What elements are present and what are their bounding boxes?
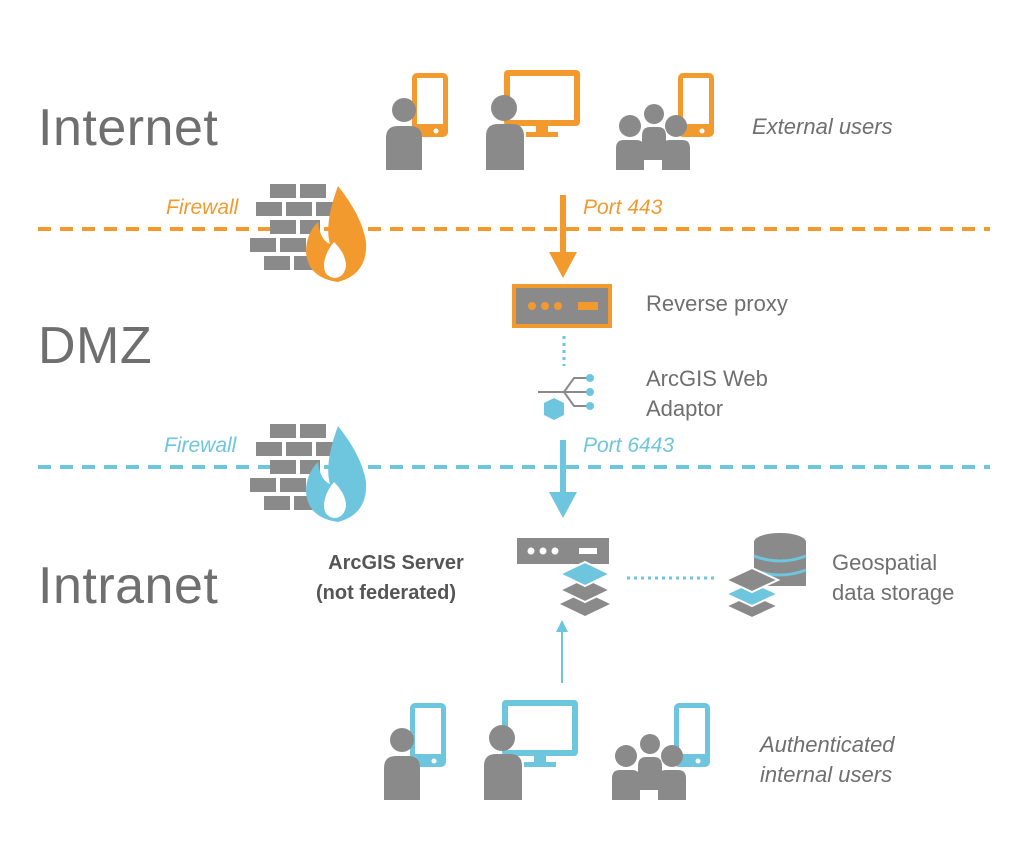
- person-phone-icon: [386, 73, 448, 170]
- zone-intranet-title: Intranet: [38, 557, 219, 615]
- person-phone-icon: [384, 703, 446, 800]
- internal-users-label-line2: internal users: [760, 762, 893, 787]
- layers-icon: [558, 560, 612, 616]
- zone-internet-title: Internet: [38, 99, 219, 157]
- database-icon: [723, 533, 807, 620]
- internal-users-label-line1: Authenticated: [760, 732, 895, 757]
- external-users-label: External users: [752, 114, 893, 139]
- group-phone-icon: [612, 703, 710, 800]
- arrow-head-internal: [556, 620, 568, 632]
- person-monitor-icon: [484, 700, 578, 800]
- geospatial-storage-label-line1: Geospatial: [832, 550, 938, 575]
- firewall-label-bottom: Firewall: [164, 434, 237, 457]
- server-icon: [517, 538, 609, 564]
- web-adaptor-label-line1: ArcGIS Web: [646, 366, 768, 391]
- port-443-label: Port 443: [583, 196, 663, 219]
- firewall-icon: [250, 424, 367, 522]
- firewall-label-top: Firewall: [166, 196, 239, 219]
- arrow-head-443: [549, 252, 577, 278]
- arrow-head-6443: [549, 492, 577, 518]
- port-6443-label: Port 6443: [583, 434, 675, 457]
- person-monitor-icon: [486, 70, 580, 170]
- web-adaptor-icon: [538, 374, 594, 420]
- geospatial-storage-label-line2: data storage: [832, 580, 955, 605]
- zone-dmz-title: DMZ: [38, 317, 153, 375]
- firewall-icon: [250, 184, 367, 282]
- group-phone-icon: [616, 73, 714, 170]
- reverse-proxy-label: Reverse proxy: [646, 291, 788, 316]
- arcgis-server-label-line1: ArcGIS Server: [328, 552, 464, 574]
- reverse-proxy-icon: [512, 284, 612, 328]
- arcgis-server-label-line2: (not federated): [316, 582, 456, 604]
- web-adaptor-label-line2: Adaptor: [646, 396, 724, 421]
